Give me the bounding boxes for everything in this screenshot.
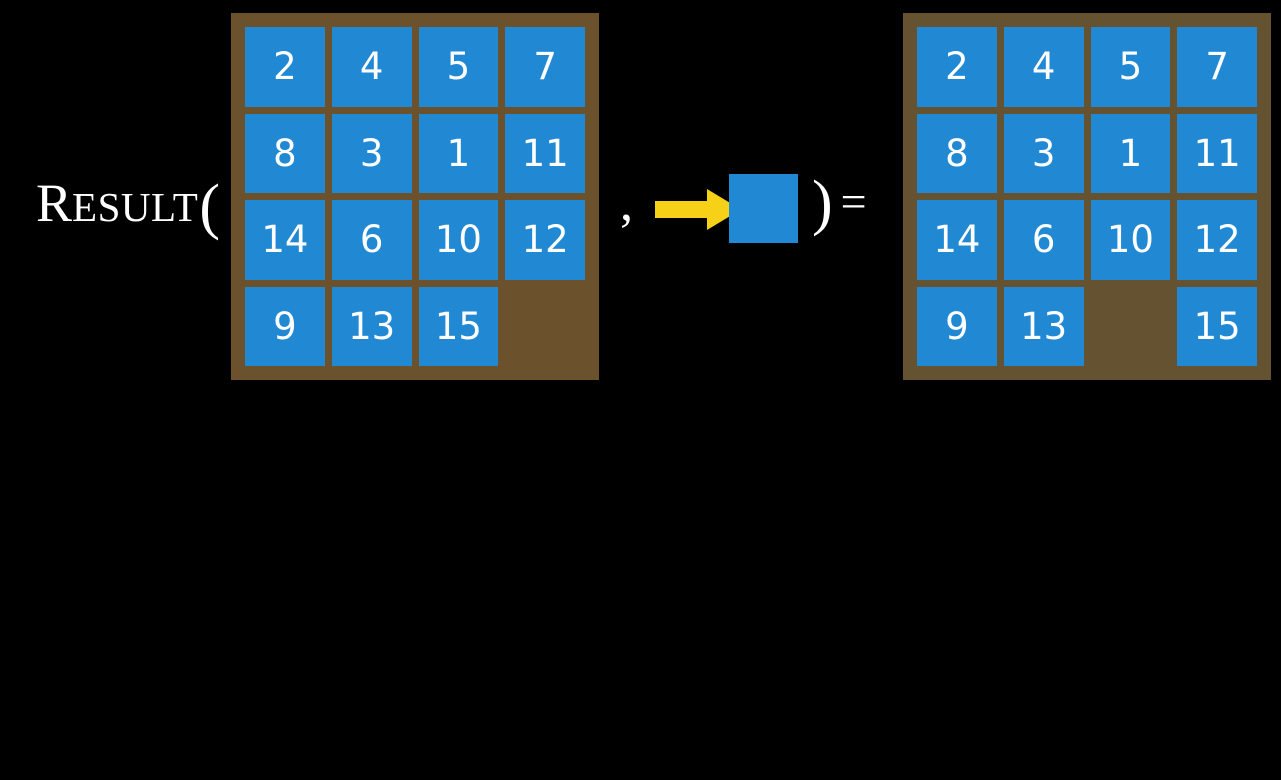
puzzle-tile[interactable]: 11 — [1177, 113, 1257, 193]
equation-closer-1: )= — [812, 172, 867, 234]
puzzle-tile[interactable]: 3 — [331, 113, 412, 193]
move-target-tile-1[interactable] — [729, 174, 798, 243]
puzzle-tile[interactable]: 7 — [505, 27, 585, 107]
puzzle-tile[interactable]: 10 — [418, 200, 499, 280]
argument-separator-comma-1: , — [620, 175, 633, 232]
result-label-rest: ESULT — [72, 184, 199, 230]
close-paren: ) — [812, 169, 833, 237]
puzzle-tile[interactable]: 15 — [418, 286, 499, 366]
puzzle-tile[interactable]: 8 — [917, 113, 997, 193]
puzzle-tile[interactable]: 4 — [331, 27, 412, 107]
puzzle-tile[interactable]: 6 — [1003, 200, 1084, 280]
equals-sign: = — [840, 176, 867, 227]
puzzle-empty-cell — [1091, 287, 1171, 367]
puzzle-tile[interactable]: 9 — [917, 286, 997, 366]
puzzle-tile[interactable]: 13 — [1003, 286, 1084, 366]
puzzle-tile[interactable]: 15 — [1177, 286, 1257, 366]
puzzle-tile[interactable]: 7 — [1177, 27, 1257, 107]
puzzle-tile[interactable]: 5 — [1090, 27, 1171, 107]
result-label-initial: R — [36, 173, 73, 233]
puzzle-tile[interactable]: 6 — [331, 200, 412, 280]
puzzle-tile[interactable]: 10 — [1090, 200, 1171, 280]
result-function-label-1: RESULT( — [36, 170, 220, 238]
puzzle-tile[interactable]: 14 — [245, 200, 325, 280]
puzzle-tile[interactable]: 8 — [245, 113, 325, 193]
puzzle-tile[interactable]: 12 — [505, 200, 585, 280]
puzzle-tile[interactable]: 14 — [917, 200, 997, 280]
puzzle-tile[interactable]: 3 — [1003, 113, 1084, 193]
puzzle-tile[interactable]: 1 — [1090, 113, 1171, 193]
puzzle-tile[interactable]: 5 — [418, 27, 499, 107]
puzzle-tile[interactable]: 4 — [1003, 27, 1084, 107]
puzzle-tile[interactable]: 2 — [245, 27, 325, 107]
puzzle-tile[interactable]: 12 — [1177, 200, 1257, 280]
puzzle-tile[interactable]: 13 — [331, 286, 412, 366]
puzzle-empty-cell — [505, 287, 585, 367]
puzzle-tile[interactable]: 9 — [245, 286, 325, 366]
arrow-right-icon — [655, 189, 741, 230]
open-paren: ( — [199, 173, 220, 241]
puzzle-tile[interactable]: 1 — [418, 113, 499, 193]
puzzle-tile[interactable]: 2 — [917, 27, 997, 107]
puzzle-tile[interactable]: 11 — [505, 113, 585, 193]
